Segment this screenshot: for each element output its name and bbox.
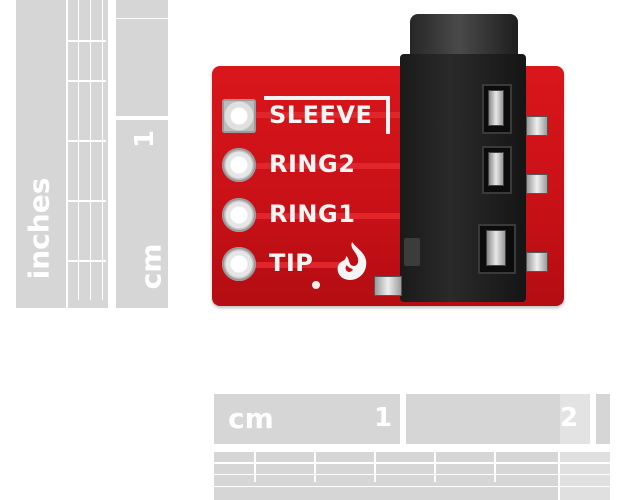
cm-ruler-horizontal: cm 1 2	[214, 394, 610, 444]
jack-contact-bottom	[486, 230, 506, 266]
trace-tip	[240, 262, 340, 268]
cm-label-horizontal: cm	[228, 402, 274, 435]
label-tip: TIP	[269, 249, 314, 277]
cm-ruler-vertical: 1 cm	[116, 0, 168, 308]
trace-sleeve	[240, 112, 402, 118]
smd-tab-3	[526, 252, 548, 272]
cm-mark-1-horizontal: 1	[374, 403, 393, 433]
label-sleeve: SLEEVE	[269, 101, 373, 129]
jack-contact-top	[488, 90, 504, 126]
jack-notch	[404, 238, 420, 266]
trace-ring1	[240, 213, 402, 219]
jack-contact-middle	[488, 152, 504, 186]
smd-tab-2	[526, 174, 548, 194]
trace-ring2	[240, 163, 402, 169]
ring2-pad	[222, 148, 256, 182]
label-ring2: RING2	[269, 150, 356, 178]
inches-ruler: inches	[16, 0, 108, 308]
flame-logo-icon	[337, 242, 367, 280]
inches-ruler-horizontal	[214, 452, 610, 500]
trace-bracket	[386, 96, 390, 134]
inches-label: inches	[22, 177, 56, 280]
via-dot	[312, 281, 320, 289]
smd-tab-4	[374, 276, 402, 296]
smd-tab-1	[526, 116, 548, 136]
cm-mark-2-horizontal: 2	[560, 403, 579, 433]
sleeve-pad	[222, 99, 256, 133]
cm-label-vertical: cm	[134, 243, 168, 290]
cm-mark-1-vertical: 1	[130, 129, 161, 149]
tip-pad	[222, 247, 256, 281]
ring1-pad	[222, 198, 256, 232]
label-ring1: RING1	[269, 200, 356, 228]
trace-vertical	[264, 96, 388, 100]
